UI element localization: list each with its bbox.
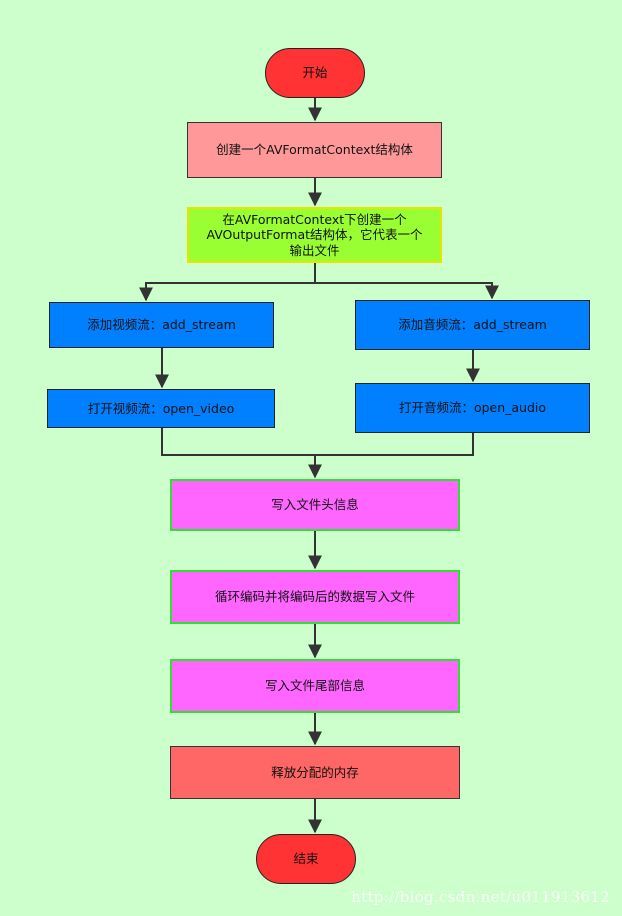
merge-connector-left — [161, 428, 315, 456]
create-context-step: 创建一个AVFormatContext结构体 — [187, 122, 442, 178]
add-audio-stream-step: 添加音频流：add_stream — [355, 300, 590, 350]
write-trailer-step: 写入文件尾部信息 — [170, 659, 460, 713]
encode-loop-step: 循环编码并将编码后的数据写入文件 — [170, 570, 460, 624]
write-header-step: 写入文件头信息 — [170, 479, 460, 531]
end-terminal: 结束 — [256, 834, 356, 884]
branch-connector-right — [315, 282, 499, 300]
open-audio-step: 打开音频流：open_audio — [355, 383, 590, 433]
watermark-url: http://blog.csdn.net/u011913612 — [351, 888, 610, 906]
open-video-step: 打开视频流：open_video — [47, 389, 275, 428]
start-terminal: 开始 — [265, 48, 365, 98]
branch-connector — [139, 263, 316, 302]
create-output-format-step: 在AVFormatContext下创建一个AVOutputFormat结构体，它… — [187, 207, 442, 263]
merge-connector-right — [315, 433, 474, 456]
free-memory-step: 释放分配的内存 — [170, 746, 460, 799]
add-video-stream-step: 添加视频流：add_stream — [49, 302, 274, 348]
